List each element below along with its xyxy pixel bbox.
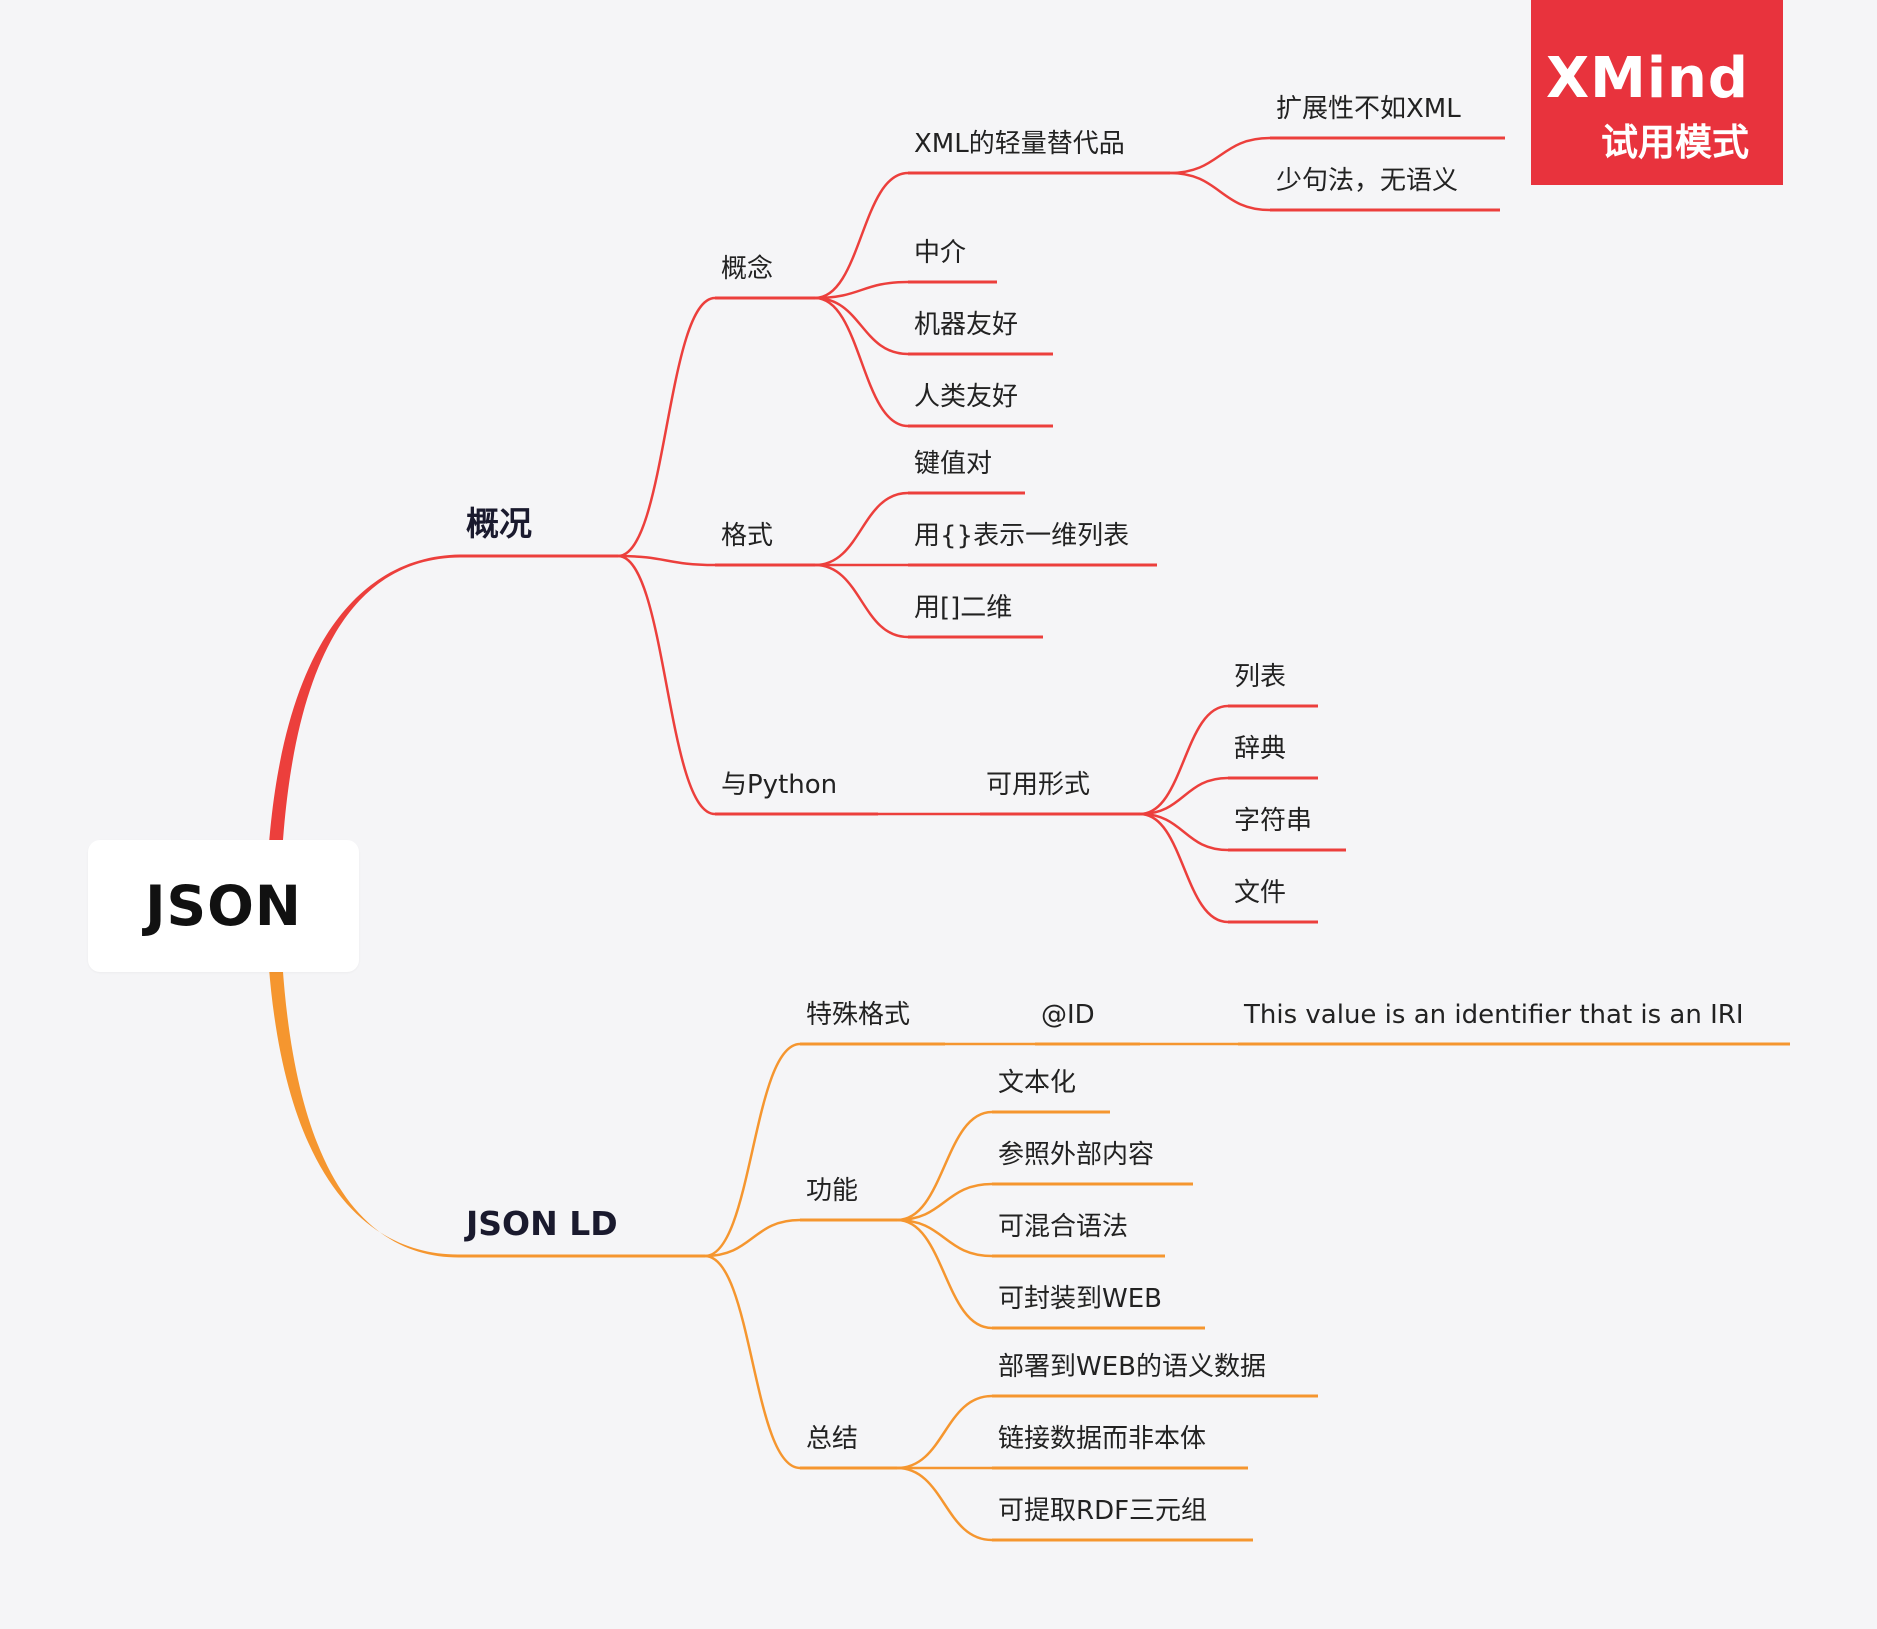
subtopic-label[interactable]: 链接数据而非本体	[998, 1424, 1207, 1454]
subtopic-label[interactable]: 键值对	[914, 449, 993, 479]
branch-connector	[1138, 704, 1230, 816]
branch-connector	[1138, 812, 1230, 924]
branch-connector	[895, 1466, 994, 1542]
branch-connector	[703, 1254, 802, 1470]
branch-connector	[1138, 812, 1230, 852]
subtopic-label[interactable]: 可封装到WEB	[998, 1284, 1162, 1314]
branch-connector	[813, 171, 910, 300]
subtopic-label[interactable]: 辞典	[1234, 734, 1287, 764]
branch-connector	[895, 1182, 994, 1222]
subtopic-label[interactable]: 功能	[806, 1176, 859, 1206]
branch-connector	[1168, 171, 1272, 212]
trial-mode-badge: XMind 试用模式	[1531, 0, 1783, 185]
subtopic-label[interactable]: 扩展性不如XML	[1276, 94, 1461, 124]
subtopic-label[interactable]: 人类友好	[914, 382, 1019, 412]
trial-mode-label: 试用模式	[1601, 121, 1749, 164]
subtopic-label[interactable]: 用[]二维	[914, 593, 1013, 623]
subtopic-label[interactable]: 可混合语法	[998, 1212, 1129, 1242]
branch-connector	[813, 296, 910, 356]
root-topic-label: JSON	[145, 874, 302, 938]
subtopic-label[interactable]: 文件	[1234, 878, 1287, 908]
branch-connector	[813, 296, 910, 428]
main-topic-label[interactable]: JSON LD	[466, 1204, 618, 1243]
subtopic-label[interactable]: 中介	[914, 238, 967, 268]
subtopic-label[interactable]: 机器友好	[914, 310, 1019, 340]
branch-connector	[1138, 776, 1230, 816]
subtopic-label[interactable]: This value is an identifier that is an I…	[1244, 1000, 1744, 1030]
subtopic-label[interactable]: 特殊格式	[806, 1000, 911, 1030]
subtopic-label[interactable]: 可用形式	[986, 770, 1091, 800]
subtopic-label[interactable]: 少句法，无语义	[1276, 166, 1459, 196]
subtopic-label[interactable]: 字符串	[1234, 806, 1313, 836]
branch-connector	[813, 280, 910, 300]
subtopic-label[interactable]: XML的轻量替代品	[914, 129, 1125, 159]
subtopic-label[interactable]: 与Python	[721, 770, 838, 800]
branch-connector	[616, 296, 717, 558]
subtopic-label[interactable]: 概念	[721, 254, 774, 284]
subtopic-label[interactable]: 部署到WEB的语义数据	[998, 1352, 1266, 1382]
branch-connector	[813, 491, 910, 567]
branch-connector	[813, 563, 910, 639]
branch-connector	[703, 1042, 802, 1258]
subtopic-label[interactable]: 参照外部内容	[998, 1140, 1155, 1170]
xmind-logo-text: XMind	[1545, 46, 1749, 111]
subtopic-label[interactable]: 列表	[1234, 662, 1287, 692]
subtopic-label[interactable]: 总结	[806, 1424, 859, 1454]
branch-connector	[895, 1218, 994, 1258]
main-topic-label[interactable]: 概况	[466, 504, 532, 543]
branch-connector	[703, 1218, 802, 1258]
branch-connector	[895, 1218, 994, 1330]
branch-connector	[895, 1110, 994, 1222]
subtopic-label[interactable]: 文本化	[998, 1068, 1077, 1098]
branch-connector	[616, 554, 717, 567]
subtopic-label[interactable]: 可提取RDF三元组	[998, 1496, 1208, 1526]
branch-connector	[1168, 136, 1272, 175]
subtopic-label[interactable]: 用{}表示一维列表	[914, 521, 1130, 551]
branch-connector	[895, 1394, 994, 1470]
root-topic[interactable]: JSON	[88, 840, 359, 972]
subtopic-label[interactable]: @ID	[1041, 1000, 1095, 1030]
branch-connector	[616, 554, 717, 816]
subtopic-label[interactable]: 格式	[721, 521, 774, 551]
